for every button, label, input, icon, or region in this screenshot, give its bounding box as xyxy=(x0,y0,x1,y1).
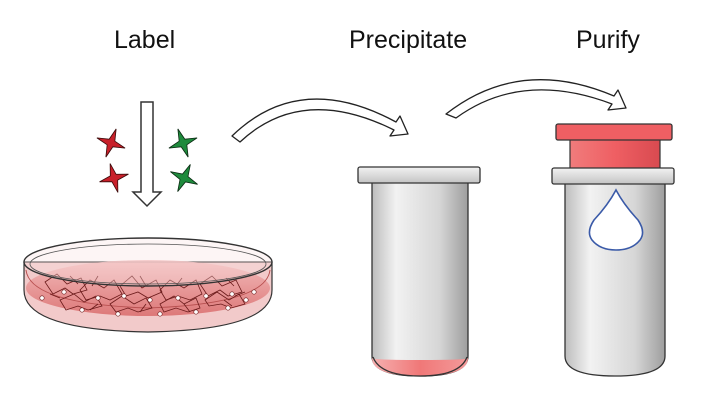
red-star-icon xyxy=(96,128,126,158)
curved-arrow-icon xyxy=(445,79,627,119)
purify-column xyxy=(551,123,675,377)
green-star-icon xyxy=(168,128,198,158)
petri-dish xyxy=(23,237,273,333)
step-label-label: Label xyxy=(114,26,176,54)
down-arrow-icon xyxy=(131,101,163,208)
curved-arrow-icon xyxy=(231,98,409,143)
precipitate-tube xyxy=(357,166,481,377)
step-label-purify: Purify xyxy=(576,26,640,54)
red-star-icon xyxy=(99,163,129,193)
step-label-precipitate: Precipitate xyxy=(349,26,468,54)
drop-icon xyxy=(588,188,644,251)
green-star-icon xyxy=(170,164,198,192)
